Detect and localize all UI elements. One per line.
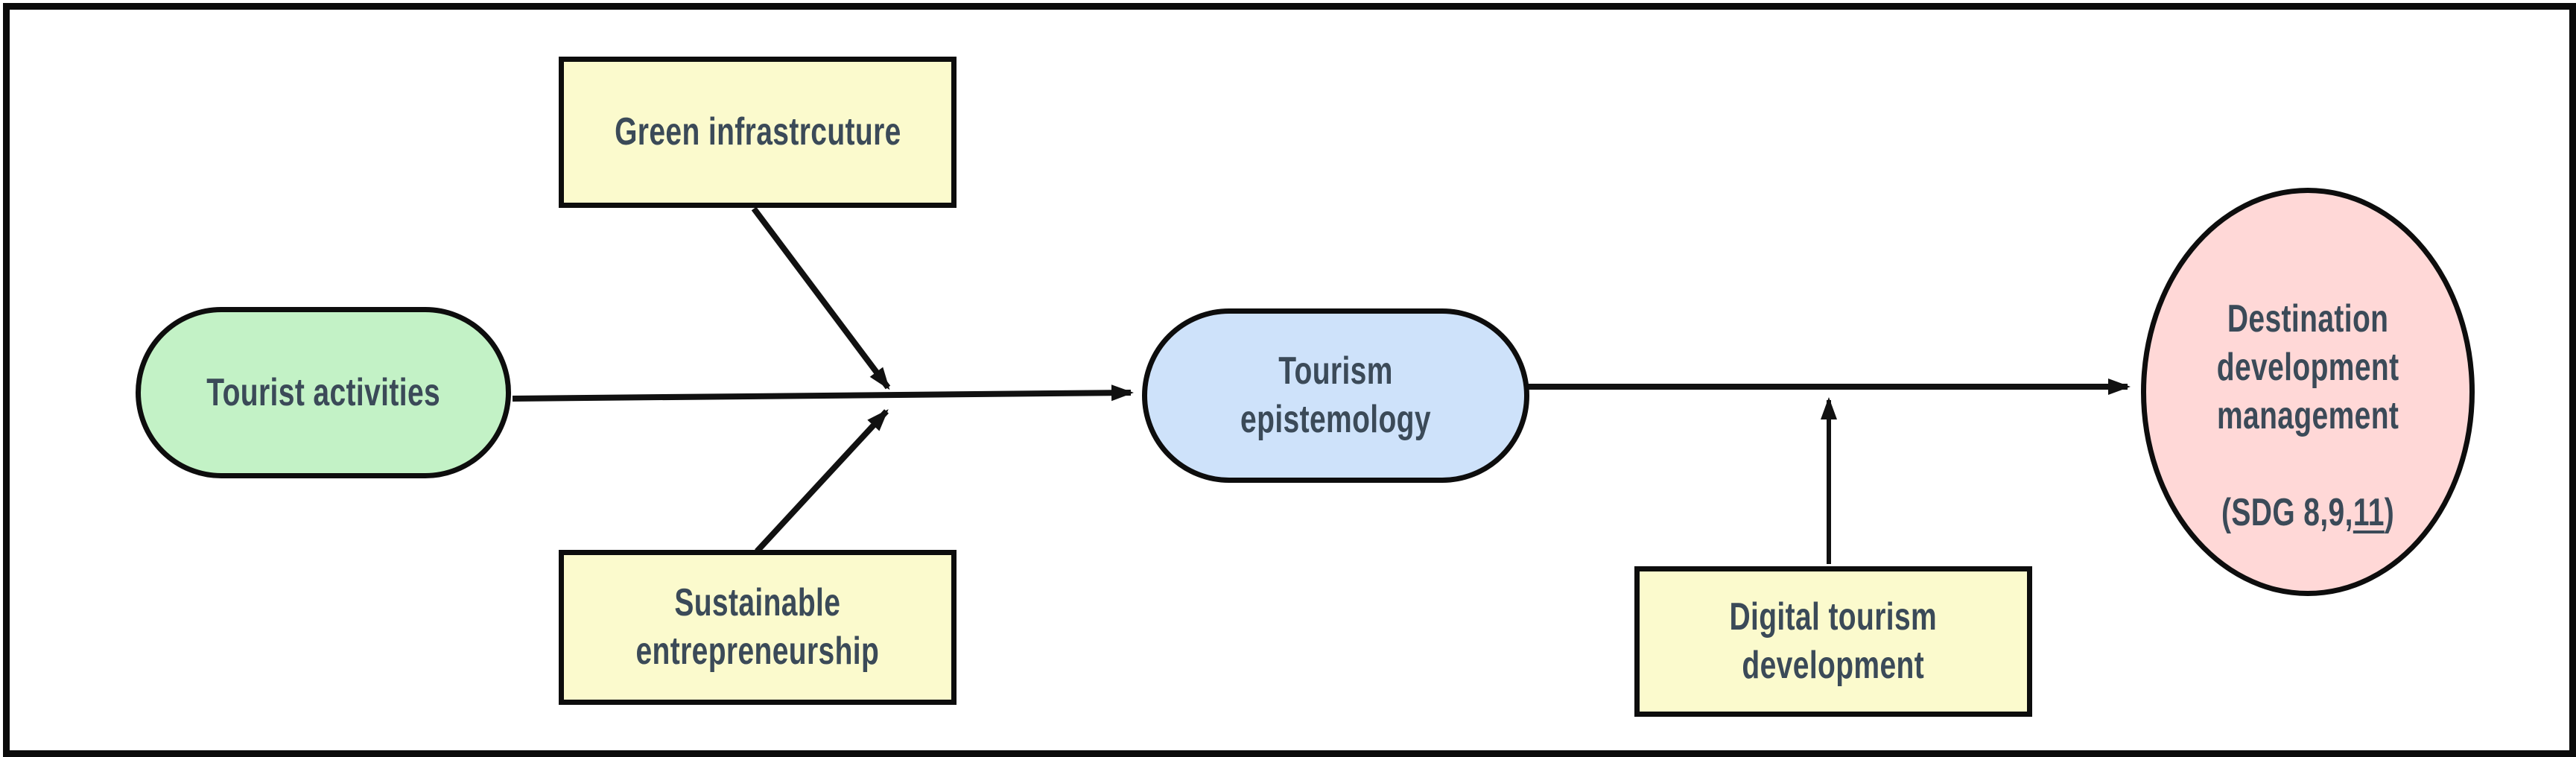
node-digital-tourism-development: Digital tourism development bbox=[1634, 566, 2032, 717]
node-green-infrastructure: Green infrastrcuture bbox=[559, 57, 957, 208]
node-destination-development-management-label: Destination development management (SDG … bbox=[2217, 247, 2399, 537]
destination-sdg-prefix: (SDG 8,9, bbox=[2221, 491, 2353, 534]
node-sustainable-entrepreneurship: Sustainable entrepreneurship bbox=[559, 550, 957, 705]
destination-sdg-suffix: ) bbox=[2384, 491, 2395, 534]
node-tourism-epistemology-label: Tourism epistemology bbox=[1240, 349, 1431, 441]
node-tourism-epistemology: Tourism epistemology bbox=[1142, 308, 1529, 483]
destination-sdg-underlined: 11 bbox=[2353, 491, 2385, 534]
node-sustainable-entrepreneurship-label: Sustainable entrepreneurship bbox=[635, 581, 880, 673]
node-digital-tourism-development-label: Digital tourism development bbox=[1729, 595, 1938, 687]
destination-label-lines: Destination development management bbox=[2216, 297, 2399, 437]
node-green-infrastructure-label: Green infrastrcuture bbox=[614, 110, 901, 153]
node-tourist-activities: Tourist activities bbox=[136, 307, 511, 478]
node-destination-development-management: Destination development management (SDG … bbox=[2141, 188, 2475, 596]
node-tourist-activities-label: Tourist activities bbox=[206, 370, 440, 414]
destination-sdg-line: (SDG 8,9,11) bbox=[2221, 491, 2394, 534]
